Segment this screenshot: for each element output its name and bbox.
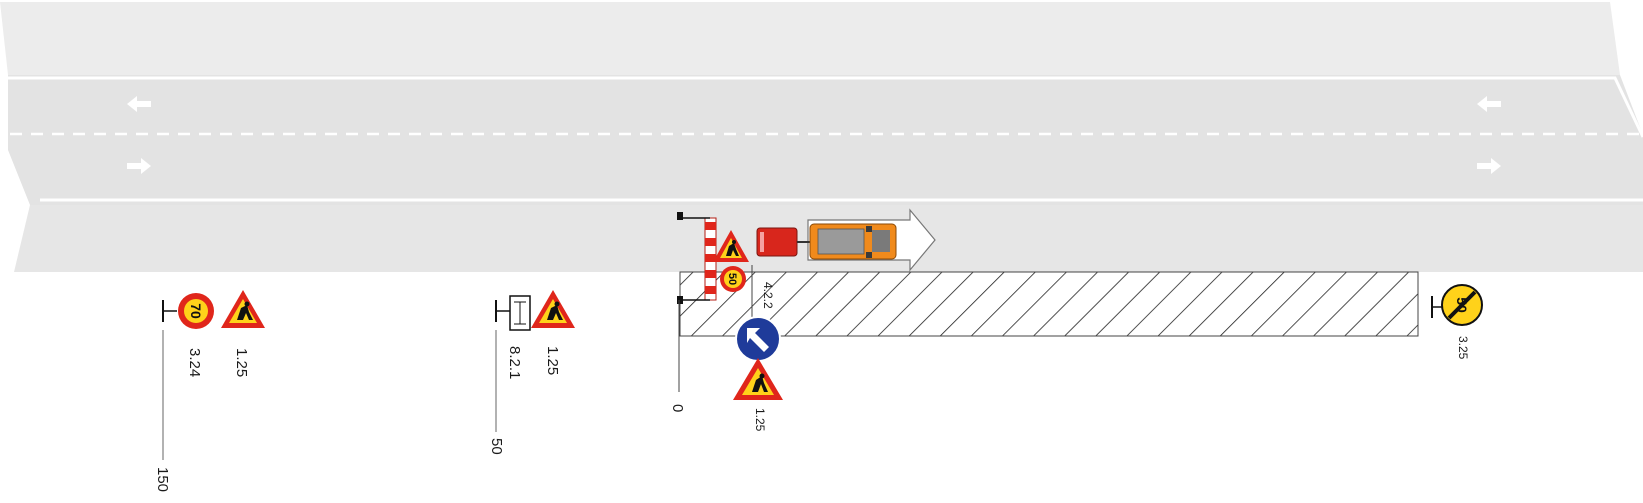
trailer bbox=[756, 227, 810, 257]
work-zone-area bbox=[679, 271, 1419, 337]
sign-code-label: 3.25 bbox=[1456, 336, 1470, 360]
sign-code-label: 1.25 bbox=[233, 348, 250, 377]
sign-code-label: 8.2.1 bbox=[506, 346, 523, 379]
sign-code-label: 1.25 bbox=[544, 346, 561, 375]
end-speed-limit-sign: 50 bbox=[1441, 284, 1483, 326]
lane-arrows bbox=[127, 96, 1501, 174]
speed-limit-value: 70 bbox=[188, 303, 204, 319]
road-works-warning-icon bbox=[221, 290, 265, 328]
road-works-warning-icon bbox=[531, 290, 575, 328]
keep-left-sign bbox=[735, 316, 781, 362]
road-works-warning-icon bbox=[713, 230, 749, 262]
end-speed-limit-group: 50 3.25 bbox=[1431, 284, 1483, 360]
sign-code-label: 4.2.2 bbox=[761, 282, 775, 309]
arrow-left-icon bbox=[1477, 96, 1501, 112]
road bbox=[0, 2, 1643, 272]
distance-plate-sign bbox=[509, 295, 531, 331]
distance-label: 50 bbox=[488, 438, 505, 455]
distance-label: 150 bbox=[154, 467, 171, 492]
carriageway bbox=[8, 75, 1643, 205]
sign-group-0: 50 4.2.2 1.25 0 bbox=[669, 230, 783, 432]
keep-left-arrow-icon bbox=[747, 328, 769, 352]
speed-limit-sign: 70 bbox=[178, 293, 214, 329]
far-shoulder bbox=[0, 2, 1620, 75]
arrow-right-icon bbox=[127, 158, 151, 174]
sign-code-label: 3.24 bbox=[186, 348, 203, 377]
arrow-right-icon bbox=[1477, 158, 1501, 174]
edge-line-top bbox=[5, 76, 1643, 138]
road-works-warning-icon bbox=[733, 358, 783, 400]
work-vehicle bbox=[809, 223, 897, 260]
end-limit-slash-icon bbox=[1447, 290, 1477, 320]
speed-limit-sign: 50 bbox=[720, 266, 746, 292]
sign-code-label: 1.25 bbox=[753, 408, 767, 432]
arrow-left-icon bbox=[127, 96, 151, 112]
sign-group-150: 70 3.24 1.25 150 bbox=[154, 290, 265, 492]
sign-group-50: 8.2.1 1.25 50 bbox=[488, 290, 575, 455]
speed-limit-value: 50 bbox=[726, 273, 738, 285]
distance-label: 0 bbox=[669, 404, 686, 412]
